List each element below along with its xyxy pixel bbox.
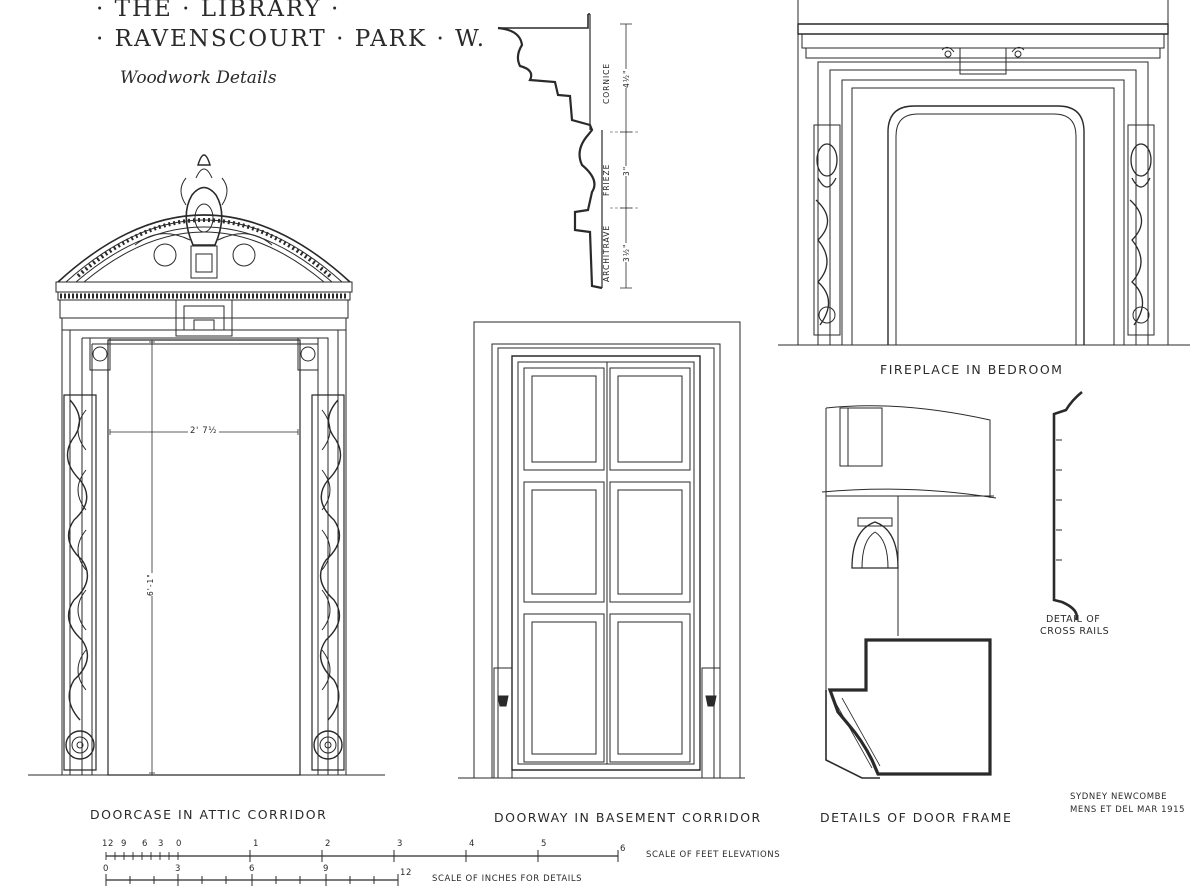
door-width-dimension: 2' 7½: [188, 426, 220, 436]
door-height-dimension: 6'-1": [146, 573, 155, 596]
architrave-label: ARCHITRAVE: [602, 224, 611, 282]
feet-tick-1: 1: [253, 839, 260, 849]
scale-of-feet-bar: [106, 850, 618, 862]
architrave-value: 3½": [622, 243, 631, 262]
subtitle: Woodwork Details: [120, 68, 277, 88]
feet-tick-4: 4: [469, 839, 476, 849]
feet-tick-9: 9: [121, 839, 128, 849]
cornice-section-profile: [498, 14, 640, 288]
title-line-2: · RAVENSCOURT · PARK · W.: [96, 26, 487, 52]
signature-name: SYDNEY NEWCOMBE: [1070, 792, 1168, 802]
inches-tick-3: 3: [175, 864, 182, 874]
signature-date: MENS ET DEL MAR 1915: [1070, 805, 1186, 815]
caption-crossrails-1: DETAIL OF: [1046, 614, 1101, 625]
caption-doorframe: DETAILS OF DOOR FRAME: [820, 810, 1013, 825]
caption-fireplace: FIREPLACE IN BEDROOM: [880, 362, 1064, 377]
doorcase-elevation: [28, 155, 385, 775]
inches-tick-9: 9: [323, 864, 330, 874]
doorframe-details: [822, 406, 996, 778]
caption-doorway: DOORWAY IN BASEMENT CORRIDOR: [494, 810, 762, 825]
cornice-label: CORNICE: [602, 62, 611, 104]
cornice-value: 4½": [622, 69, 631, 88]
feet-tick-3b: 3: [397, 839, 404, 849]
frieze-label: FRIEZE: [602, 163, 611, 196]
feet-tick-12: 12: [102, 839, 115, 849]
feet-scale-label: SCALE OF FEET ELEVATIONS: [646, 850, 781, 860]
cross-rails-profile: [1054, 392, 1082, 620]
feet-tick-6b: 6: [620, 844, 627, 854]
fireplace-elevation: [778, 0, 1190, 345]
feet-tick-2: 2: [325, 839, 332, 849]
caption-doorcase: DOORCASE IN ATTIC CORRIDOR: [90, 807, 328, 822]
inches-tick-0: 0: [103, 864, 110, 874]
caption-crossrails-2: CROSS RAILS: [1040, 626, 1110, 637]
inches-scale-label: SCALE OF INCHES FOR DETAILS: [432, 874, 583, 884]
inches-tick-12: 12: [400, 868, 413, 878]
feet-tick-6: 6: [142, 839, 149, 849]
title-line-1: · THE · LIBRARY ·: [96, 0, 341, 22]
feet-tick-5: 5: [541, 839, 548, 849]
feet-tick-0: 0: [176, 839, 183, 849]
doorway-elevation: [458, 322, 745, 778]
inches-tick-6: 6: [249, 864, 256, 874]
frieze-value: 3": [622, 165, 631, 176]
feet-tick-3: 3: [158, 839, 165, 849]
scale-of-inches-bar: [106, 874, 398, 886]
